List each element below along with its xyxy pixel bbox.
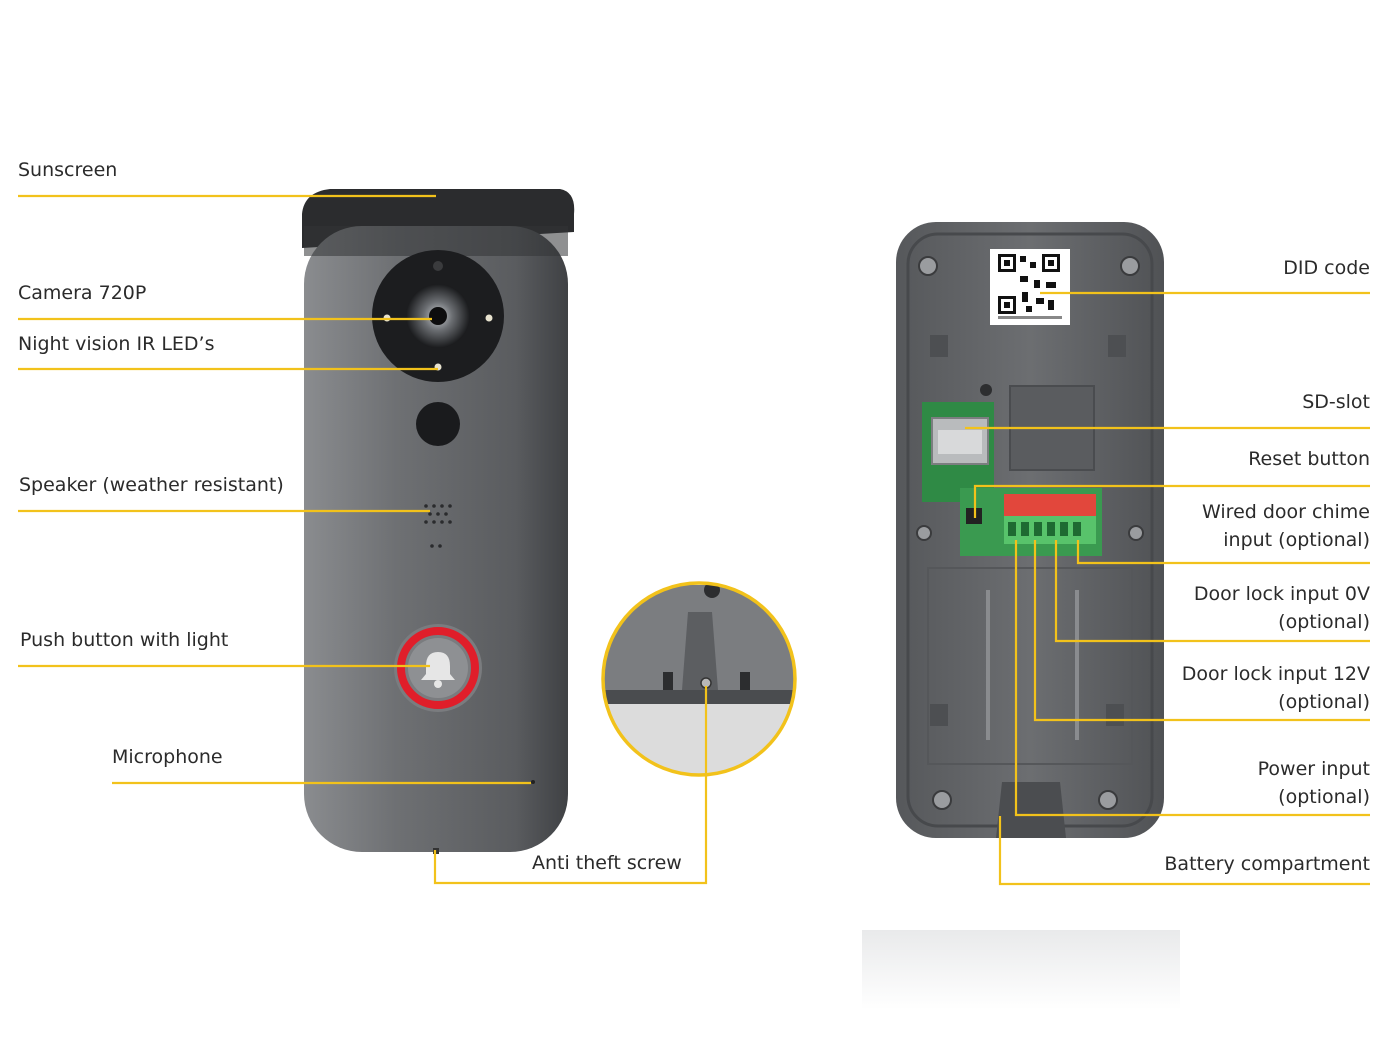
- label-power-1: Power input: [1258, 758, 1370, 780]
- back-plate: [896, 222, 1164, 838]
- anti-theft-zoom: [601, 581, 797, 777]
- label-speaker: Speaker (weather resistant): [19, 474, 284, 496]
- label-chime-1: Wired door chime: [1202, 501, 1370, 523]
- label-power-2: (optional): [1278, 786, 1370, 808]
- label-reset: Reset button: [1248, 448, 1370, 470]
- label-anti-theft: Anti theft screw: [532, 852, 682, 874]
- label-ir-leds: Night vision IR LED’s: [18, 333, 215, 355]
- bell-icon: [421, 652, 455, 688]
- label-lock0v-1: Door lock input 0V: [1194, 583, 1370, 605]
- label-sd-slot: SD-slot: [1302, 391, 1370, 413]
- label-did-code: DID code: [1283, 257, 1370, 279]
- light-sensor: [416, 402, 460, 446]
- push-button-ring: [397, 627, 479, 709]
- leader-lines: [18, 194, 1370, 886]
- front-body: [304, 226, 568, 852]
- label-chime-2: input (optional): [1223, 529, 1370, 551]
- ir-led-top: [433, 261, 443, 271]
- front-doorbell: [302, 189, 575, 854]
- qr-code-icon: [998, 254, 1062, 319]
- label-camera: Camera 720P: [18, 282, 146, 304]
- label-sunscreen: Sunscreen: [18, 159, 117, 181]
- label-push-button: Push button with light: [20, 629, 228, 651]
- labels: Sunscreen Camera 720P Night vision IR LE…: [18, 159, 1370, 875]
- corner-screws: [916, 256, 1144, 810]
- label-lock0v-2: (optional): [1278, 611, 1370, 633]
- label-lock12v-2: (optional): [1278, 691, 1370, 713]
- label-lock12v-1: Door lock input 12V: [1182, 663, 1370, 685]
- label-battery: Battery compartment: [1164, 853, 1370, 875]
- label-microphone: Microphone: [112, 746, 223, 768]
- ir-led-right: [485, 314, 493, 322]
- reflection: [862, 930, 1180, 1010]
- speaker-grille: [424, 504, 452, 548]
- microphone-hole: [531, 780, 535, 784]
